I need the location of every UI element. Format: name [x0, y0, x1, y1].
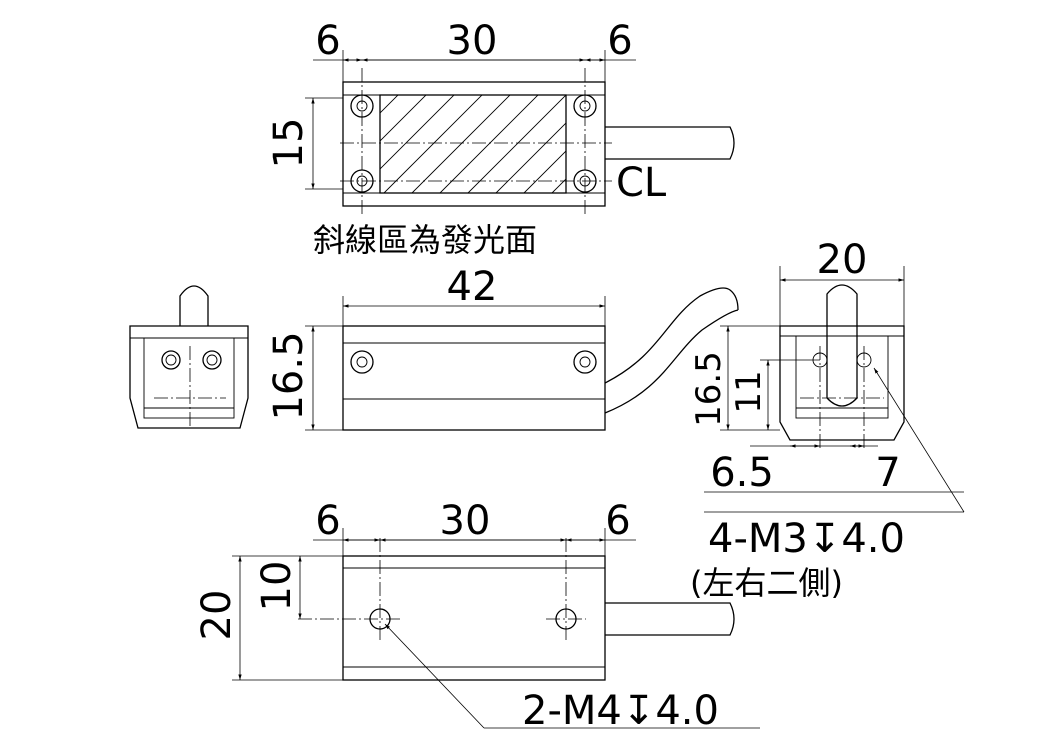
bottom-view-body: [342, 555, 606, 681]
emitting-area-note: 斜線區為發光面: [313, 221, 537, 259]
emitting-area: [379, 94, 567, 194]
bottom-dim-left: 6: [315, 498, 340, 544]
left-end-view: [129, 285, 249, 429]
top-dim-height: 15: [266, 118, 312, 169]
top-view: 6 30 6 15 CL 斜線區為發光面: [266, 18, 735, 259]
centerline-label: CL: [616, 160, 667, 206]
top-view-body: [342, 81, 606, 207]
bottom-dim-hole-offset: 10: [254, 561, 300, 612]
top-dim-left: 6: [315, 18, 340, 64]
front-view-cable: [604, 287, 739, 414]
bottom-dim-center: 30: [440, 498, 491, 544]
front-view-body: [342, 325, 606, 431]
side-dim-height: 16.5: [689, 351, 729, 427]
bottom-view: 6 30 6 20 10 2-M4↧4.0: [194, 498, 760, 734]
bottom-hole-callout: 2-M4↧4.0: [522, 688, 719, 734]
side-dim-left: 6.5: [710, 450, 774, 496]
front-dim-height: 16.5: [266, 331, 312, 420]
side-hole-callout-note: (左右二側): [690, 564, 843, 602]
bottom-dim-height: 20: [194, 590, 240, 641]
side-dim-right: 7: [875, 450, 900, 496]
top-view-cable: [605, 126, 735, 160]
side-view: 20 16.5 11 6.5 7 4-M3↧4.0 (左右二側): [689, 237, 965, 602]
front-view: 42 16.5: [266, 264, 739, 431]
bottom-dim-right: 6: [605, 498, 630, 544]
top-dim-right: 6: [607, 18, 632, 64]
front-dim-length: 42: [447, 264, 498, 310]
top-dim-center: 30: [447, 18, 498, 64]
side-hole-callout: 4-M3↧4.0: [708, 516, 905, 562]
emitting-area-hatch: [380, 95, 566, 193]
bottom-view-cable: [605, 602, 735, 636]
side-dim-hole-height: 11: [729, 370, 769, 413]
side-dim-width: 20: [817, 237, 868, 283]
